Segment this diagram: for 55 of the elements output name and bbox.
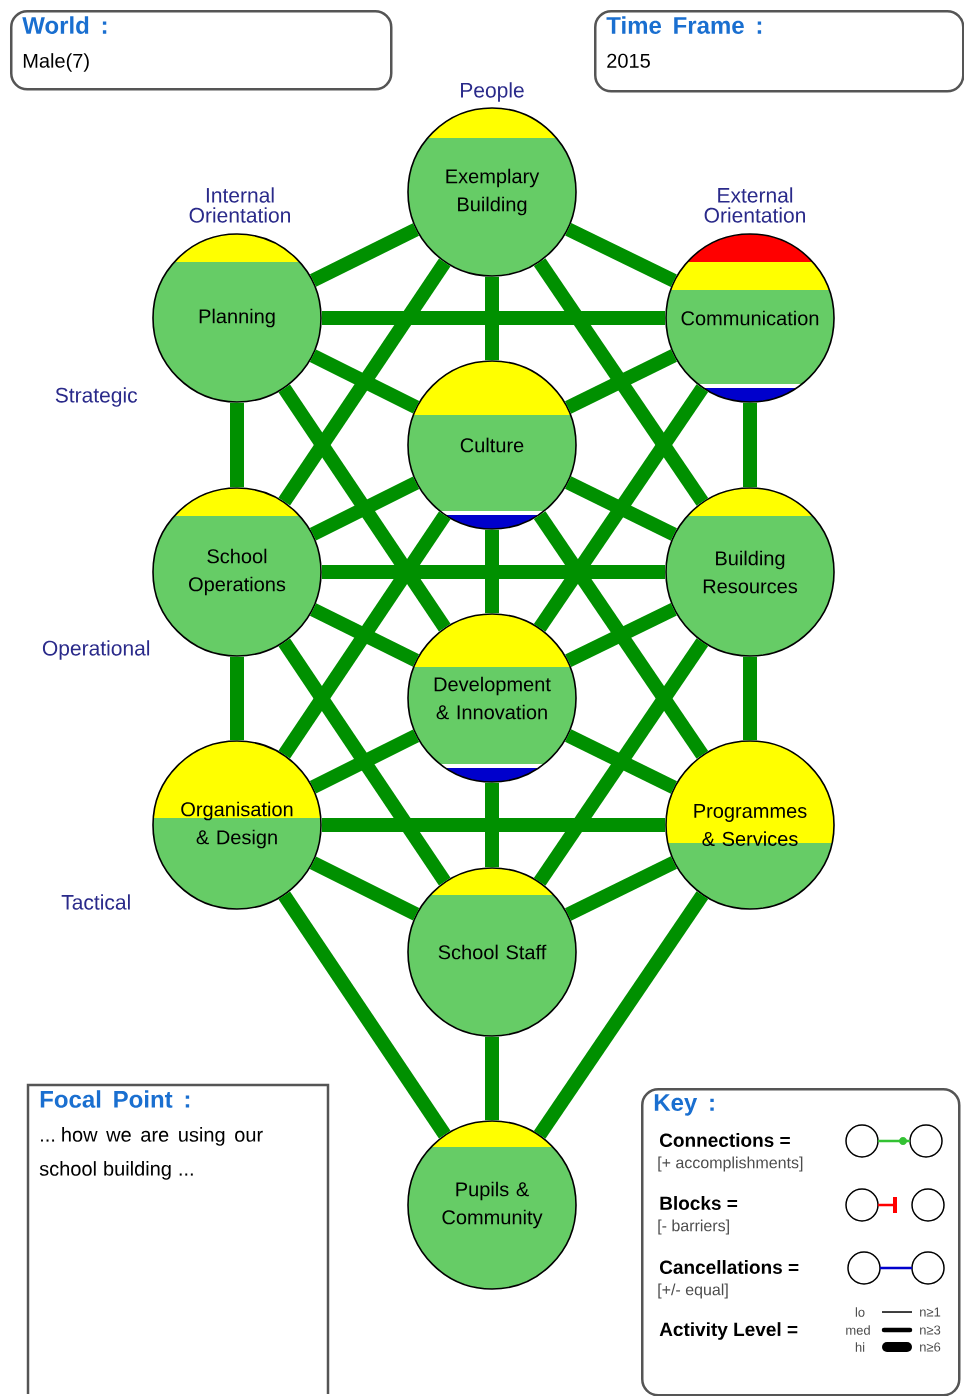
key-label: Activity Level = <box>659 1322 798 1340</box>
circle-node: Programmes & Services <box>665 740 835 910</box>
text-box: Focal Point : ... how we are using our school building ... <box>26 1083 330 1394</box>
connector-line <box>278 511 451 759</box>
key-label: [+ accomplishments] <box>658 1156 803 1172</box>
connector-line <box>743 402 757 488</box>
connector-line <box>278 258 451 506</box>
connector-line <box>321 565 666 579</box>
key-label: Connections = <box>660 1133 790 1147</box>
connector-line <box>321 311 666 325</box>
key-label: med <box>846 1325 870 1335</box>
connector-line <box>485 529 499 614</box>
circle-node: Organisation & Design <box>152 740 322 910</box>
connector-line <box>230 656 244 741</box>
circle-node: Exemplary Building <box>407 107 577 277</box>
axis-label: Tactical <box>61 894 130 910</box>
circle-node: Development & Innovation <box>407 613 577 783</box>
connector-line <box>278 384 451 632</box>
circle-node: Communication <box>665 233 835 403</box>
circle-node: School Operations <box>152 487 322 657</box>
connector-line <box>485 276 499 361</box>
key-label: [+/- equal] <box>658 1283 728 1299</box>
connector-line <box>533 258 709 506</box>
connector-line <box>485 1036 499 1121</box>
key-label: n≥3 <box>920 1325 941 1335</box>
connector-line <box>309 223 420 287</box>
connector-line <box>533 638 709 886</box>
key-label: lo <box>855 1307 865 1317</box>
key-label: Blocks = <box>660 1196 738 1210</box>
key-label: hi <box>855 1342 865 1352</box>
circle-node: Pupils & Community <box>407 1120 577 1290</box>
text-box: Time Frame : 2015 <box>594 10 964 93</box>
connector-line <box>321 818 666 832</box>
connector-line <box>565 856 677 921</box>
connector-line <box>230 402 244 488</box>
connector-line <box>309 856 420 921</box>
circle-node: School Staff <box>407 867 577 1037</box>
circle-node: Building Resources <box>665 487 835 657</box>
circle-node: Culture <box>407 360 577 530</box>
axis-label: Strategic <box>55 387 138 407</box>
connector-line <box>278 891 451 1139</box>
connector-line <box>485 782 499 868</box>
axis-label: Operational <box>42 640 150 660</box>
connector-line <box>533 891 709 1139</box>
key-label: n≥1 <box>920 1307 941 1317</box>
text-box: World : Male(7) <box>10 10 393 91</box>
connector-line <box>278 638 451 886</box>
connector-line <box>565 222 677 288</box>
connector-line <box>533 384 709 632</box>
key-label: Cancellations = <box>660 1260 799 1274</box>
connector-line <box>533 511 709 759</box>
connector-line <box>743 656 757 741</box>
key-label: n≥6 <box>920 1342 941 1352</box>
key-label: [- barriers] <box>658 1219 729 1235</box>
circle-node: Planning <box>152 233 322 403</box>
